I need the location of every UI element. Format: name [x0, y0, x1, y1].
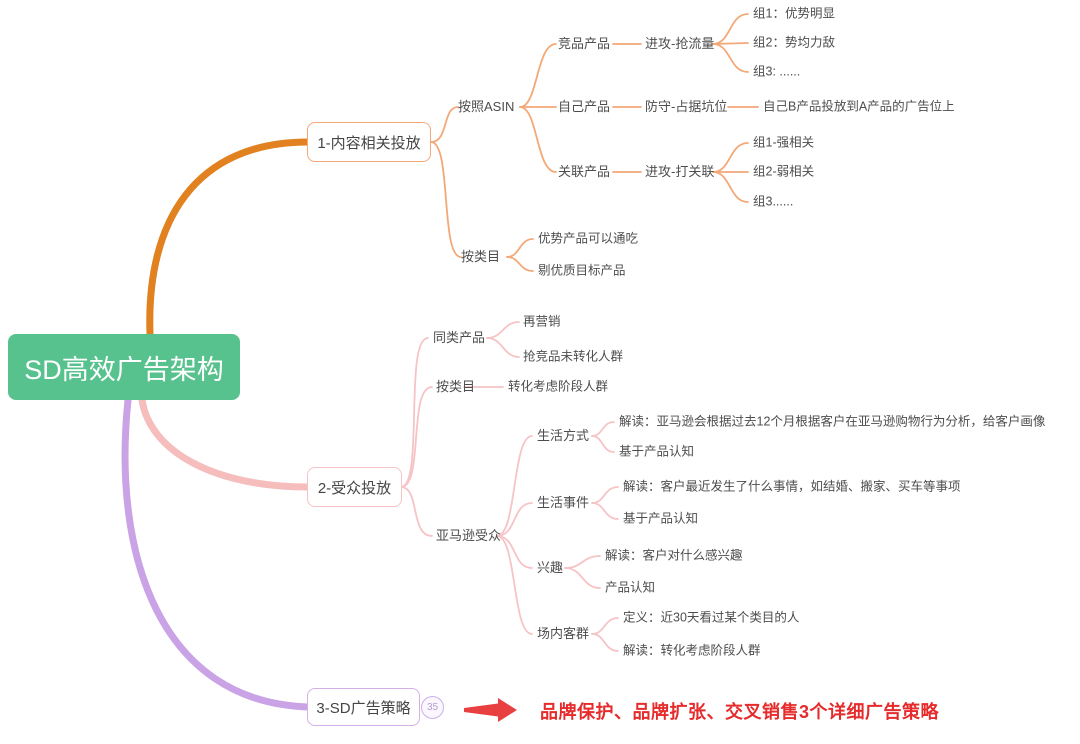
node-amazon-audiences[interactable]: 亚马逊受众 [436, 528, 502, 544]
branch-content-targeting[interactable]: 1-内容相关投放 [307, 122, 431, 162]
node-group1-advantage[interactable]: 组1：优势明显 [753, 6, 835, 21]
node-group3-etc[interactable]: 组3: ...... [753, 64, 801, 79]
node-related-products[interactable]: 关联产品 [558, 164, 611, 180]
node-in-market-explanation[interactable]: 解读：转化考虑阶段人群 [623, 643, 761, 658]
node-life-events[interactable]: 生活事件 [537, 495, 590, 511]
node-interests-product-awareness[interactable]: 产品认知 [605, 580, 656, 595]
arrow-icon [464, 698, 517, 722]
node-consideration-stage-audience[interactable]: 转化考虑阶段人群 [508, 379, 609, 394]
node-attack-build-association[interactable]: 进攻-打关联 [645, 164, 715, 180]
node-pick-quality-targets[interactable]: 剔优质目标产品 [538, 263, 626, 278]
node-group3-more[interactable]: 组3...... [753, 194, 794, 209]
node-by-category[interactable]: 按类目 [461, 249, 501, 265]
node-life-events-explanation[interactable]: 解读：客户最近发生了什么事情，如结婚、搬家、买车等事项 [623, 479, 961, 494]
node-group2-evenly-matched[interactable]: 组2：势均力敌 [753, 35, 835, 50]
node-attack-grab-traffic[interactable]: 进攻-抢流量 [645, 36, 715, 52]
node-lifestyle-explanation[interactable]: 解读：亚马逊会根据过去12个月根据客户在亚马逊购物行为分析，给客户画像 [619, 414, 1046, 429]
node-group2-weak-relevance[interactable]: 组2-弱相关 [753, 164, 815, 179]
node-advantage-product-sweep[interactable]: 优势产品可以通吃 [538, 231, 639, 246]
branch-sd-strategy[interactable]: 3-SD广告策略 [307, 688, 420, 726]
node-remarketing[interactable]: 再营销 [523, 314, 561, 329]
node-by-asin[interactable]: 按照ASIN [458, 99, 515, 115]
branch-audience-targeting[interactable]: 2-受众投放 [307, 467, 402, 507]
node-interests[interactable]: 兴趣 [537, 560, 564, 576]
node-by-category-2[interactable]: 按类目 [436, 379, 476, 395]
node-in-market-audience[interactable]: 场内客群 [537, 626, 590, 642]
node-grab-unconverted-competitor-audience[interactable]: 抢竞品未转化人群 [523, 349, 624, 364]
node-defend-hold-slots[interactable]: 防守-占据坑位 [645, 99, 728, 115]
node-life-events-product-awareness[interactable]: 基于产品认知 [623, 511, 699, 526]
node-interests-explanation[interactable]: 解读：客户对什么感兴趣 [605, 548, 743, 563]
node-in-market-definition[interactable]: 定义：近30天看过某个类目的人 [623, 610, 800, 625]
node-lifestyle-product-awareness[interactable]: 基于产品认知 [619, 444, 695, 459]
node-similar-products[interactable]: 同类产品 [433, 330, 486, 346]
topic-count-badge[interactable]: 35 [421, 696, 444, 719]
node-competitor-products[interactable]: 竞品产品 [558, 36, 611, 52]
root-node[interactable]: SD高效广告架构 [8, 334, 240, 400]
strategy-annotation[interactable]: 品牌保护、品牌扩张、交叉销售3个详细广告策略 [540, 702, 940, 722]
node-own-b-to-a-placement[interactable]: 自己B产品投放到A产品的广告位上 [763, 99, 955, 114]
node-group1-strong-relevance[interactable]: 组1-强相关 [753, 135, 815, 150]
node-own-products[interactable]: 自己产品 [558, 99, 611, 115]
node-lifestyle[interactable]: 生活方式 [537, 428, 590, 444]
